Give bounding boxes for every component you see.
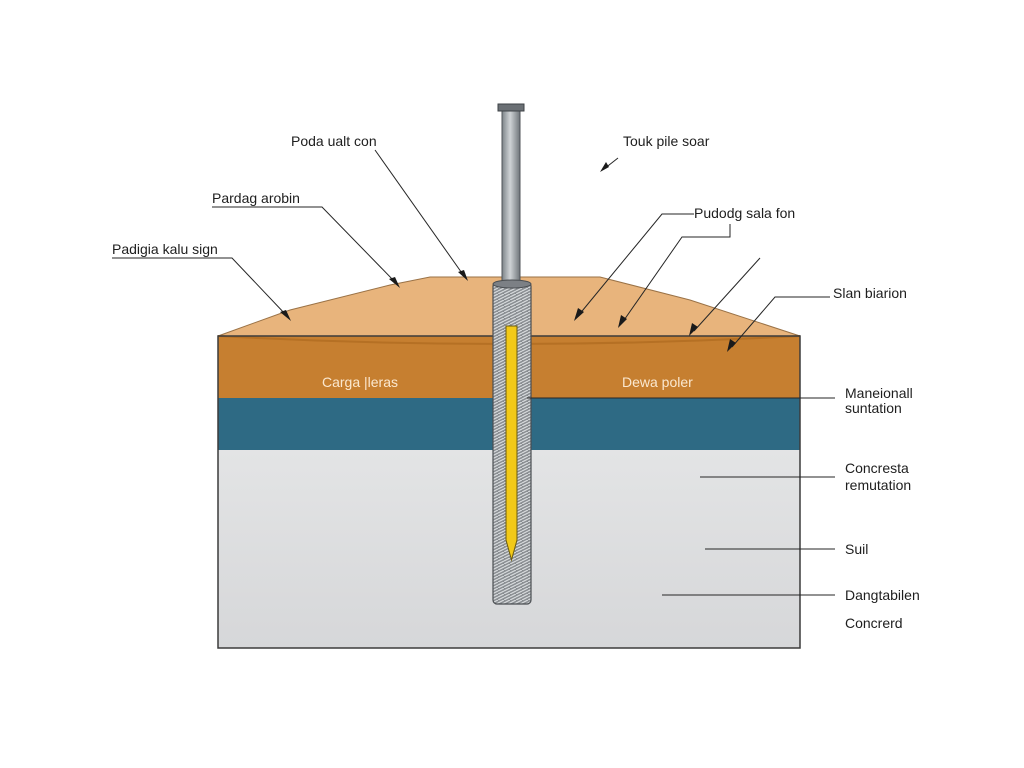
pile-rod-cap bbox=[497, 103, 525, 112]
label-pudodg-sala-fon: Pudodg sala fon bbox=[694, 205, 795, 221]
label-poda-ualt-con: Poda ualt con bbox=[291, 133, 377, 149]
arrowhead-poda-ualt-con bbox=[458, 270, 468, 281]
arrowhead-pudodg-sala-fon-1 bbox=[574, 308, 584, 321]
leader-poda-ualt-con bbox=[374, 149, 465, 277]
label-concresta: Concresta bbox=[845, 460, 909, 476]
leader-slope-arrow bbox=[693, 257, 761, 332]
leader-pudodg-sala-fon-1 bbox=[577, 213, 694, 317]
label-suil: Suil bbox=[845, 541, 868, 557]
right-callouts bbox=[527, 157, 835, 596]
arrowhead-padigia-kalu-sign bbox=[280, 310, 291, 321]
leader-pudodg-sala-fon-2 bbox=[621, 224, 731, 324]
label-maneionall: Maneionall bbox=[845, 385, 913, 401]
pile-reinforcement-core bbox=[505, 325, 518, 562]
leader-pardag-arobin bbox=[212, 206, 397, 284]
leader-slan-biarion bbox=[731, 296, 830, 348]
label-pardag-arobin: Pardag arobin bbox=[212, 190, 300, 206]
label-suntation: suntation bbox=[845, 400, 902, 416]
label-remutation: remutation bbox=[845, 477, 911, 493]
arrowhead-touk-pile-soar bbox=[600, 162, 609, 172]
arrowhead-pardag-arobin bbox=[389, 277, 400, 288]
left-callouts bbox=[112, 149, 468, 321]
arrowhead-pudodg-sala-fon-2 bbox=[618, 315, 627, 328]
label-touk-pile-soar: Touk pile soar bbox=[623, 133, 710, 149]
labels: Poda ualt con Pardag arobin Padigia kalu… bbox=[112, 133, 920, 631]
label-padigia-kalu-sign: Padigia kalu sign bbox=[112, 241, 218, 257]
label-carga-leras: Carga |leras bbox=[322, 374, 398, 390]
arrowhead-slan-biarion bbox=[727, 339, 736, 352]
pile bbox=[492, 103, 532, 605]
label-slan-biarion: Slan biarion bbox=[833, 285, 907, 301]
label-concrerd: Concrerd bbox=[845, 615, 903, 631]
arrowhead-slope-arrow bbox=[689, 323, 698, 336]
leader-padigia-kalu-sign bbox=[112, 257, 288, 317]
label-dangtabilen: Dangtabilen bbox=[845, 587, 920, 603]
pile-casing-top bbox=[492, 279, 532, 289]
pile-rod bbox=[501, 107, 521, 285]
label-dewa-poler: Dewa poler bbox=[622, 374, 693, 390]
